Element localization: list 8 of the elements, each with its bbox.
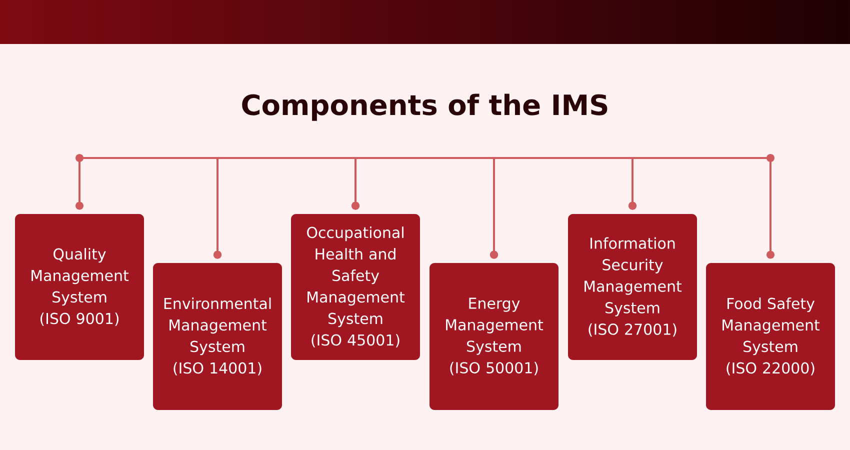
component-box: Energy Management System (ISO 50001) [430,263,558,410]
component-box: Quality Management System (ISO 9001) [15,214,144,360]
title: Components of the IMS [242,94,608,121]
component-box: Information Security Management System (ISO 27001) [568,214,697,360]
component-box: Environmental Management System (ISO 14001) [153,263,282,410]
connector [76,157,774,259]
component-box: Food Safety Management System (ISO 22000) [706,263,835,410]
component-box: Occupational Health and Safety Management System (ISO 45001) [291,214,420,360]
